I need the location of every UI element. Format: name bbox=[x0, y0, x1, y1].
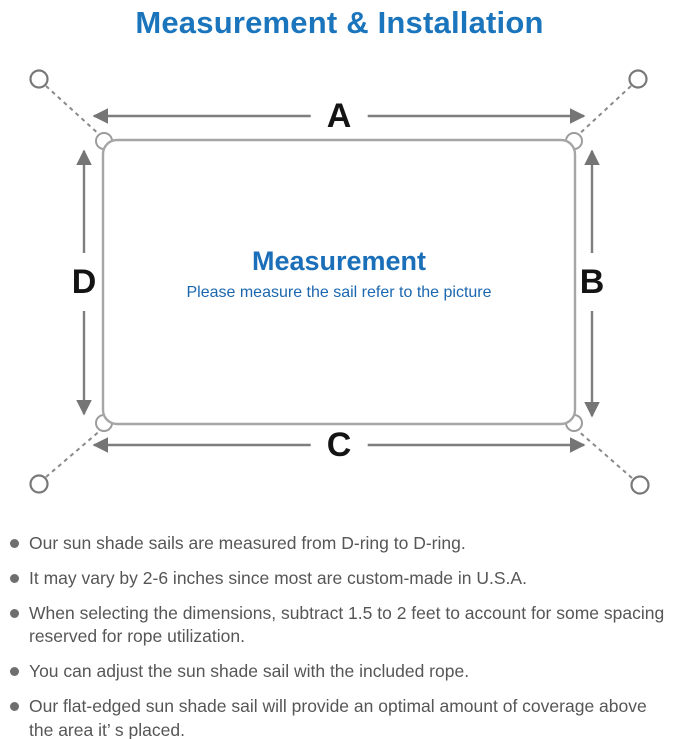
measurement-diagram: A D B C Measurement Please measure the s… bbox=[0, 56, 679, 526]
bullet-dot-icon bbox=[10, 702, 19, 712]
dimension-label-a: A bbox=[310, 97, 368, 135]
dimension-label-b: B bbox=[576, 253, 608, 311]
measurement-note-heading: Measurement bbox=[251, 246, 427, 276]
list-item: Our sun shade sails are measured from D-… bbox=[10, 532, 665, 555]
sail-rectangle bbox=[101, 138, 577, 426]
dimension-label-c: C bbox=[310, 426, 368, 464]
list-item-text: You can adjust the sun shade sail with t… bbox=[29, 661, 470, 682]
dimension-label-d: D bbox=[68, 253, 100, 311]
list-item: It may vary by 2-6 inches since most are… bbox=[10, 567, 665, 590]
diagram-canvas bbox=[29, 69, 650, 495]
list-item: Our flat-edged sun shade sail will provi… bbox=[10, 695, 665, 739]
rope-dashed-line-bottom-left bbox=[45, 428, 103, 478]
rope-dashed-line-top-right bbox=[575, 85, 632, 138]
anchor-ring-icon bbox=[628, 69, 648, 89]
list-item-text: When selecting the dimensions, subtract … bbox=[29, 603, 665, 647]
measurement-note: Measurement Please measure the sail refe… bbox=[186, 246, 491, 302]
list-item-text: Our sun shade sails are measured from D-… bbox=[29, 533, 466, 553]
bullet-dot-icon bbox=[10, 667, 19, 677]
list-item-text: It may vary by 2-6 inches since most are… bbox=[29, 568, 527, 589]
anchor-ring-icon bbox=[630, 475, 650, 495]
bullet-dot-icon bbox=[10, 609, 19, 619]
anchor-ring-icon bbox=[29, 474, 49, 494]
page-title: Measurement & Installation bbox=[135, 5, 544, 40]
instruction-list: Our sun shade sails are measured from D-… bbox=[0, 526, 679, 739]
list-item: You can adjust the sun shade sail with t… bbox=[10, 660, 665, 683]
measurement-note-subtext: Please measure the sail refer to the pic… bbox=[186, 284, 492, 301]
bullet-dot-icon bbox=[10, 539, 19, 548]
list-item: When selecting the dimensions, subtract … bbox=[10, 602, 665, 648]
rope-dashed-line-bottom-right bbox=[575, 428, 633, 479]
rope-dashed-line-top-left bbox=[45, 85, 103, 138]
anchor-ring-icon bbox=[29, 69, 49, 89]
list-item-text: Our flat-edged sun shade sail will provi… bbox=[29, 696, 647, 739]
bullet-dot-icon bbox=[10, 574, 19, 584]
